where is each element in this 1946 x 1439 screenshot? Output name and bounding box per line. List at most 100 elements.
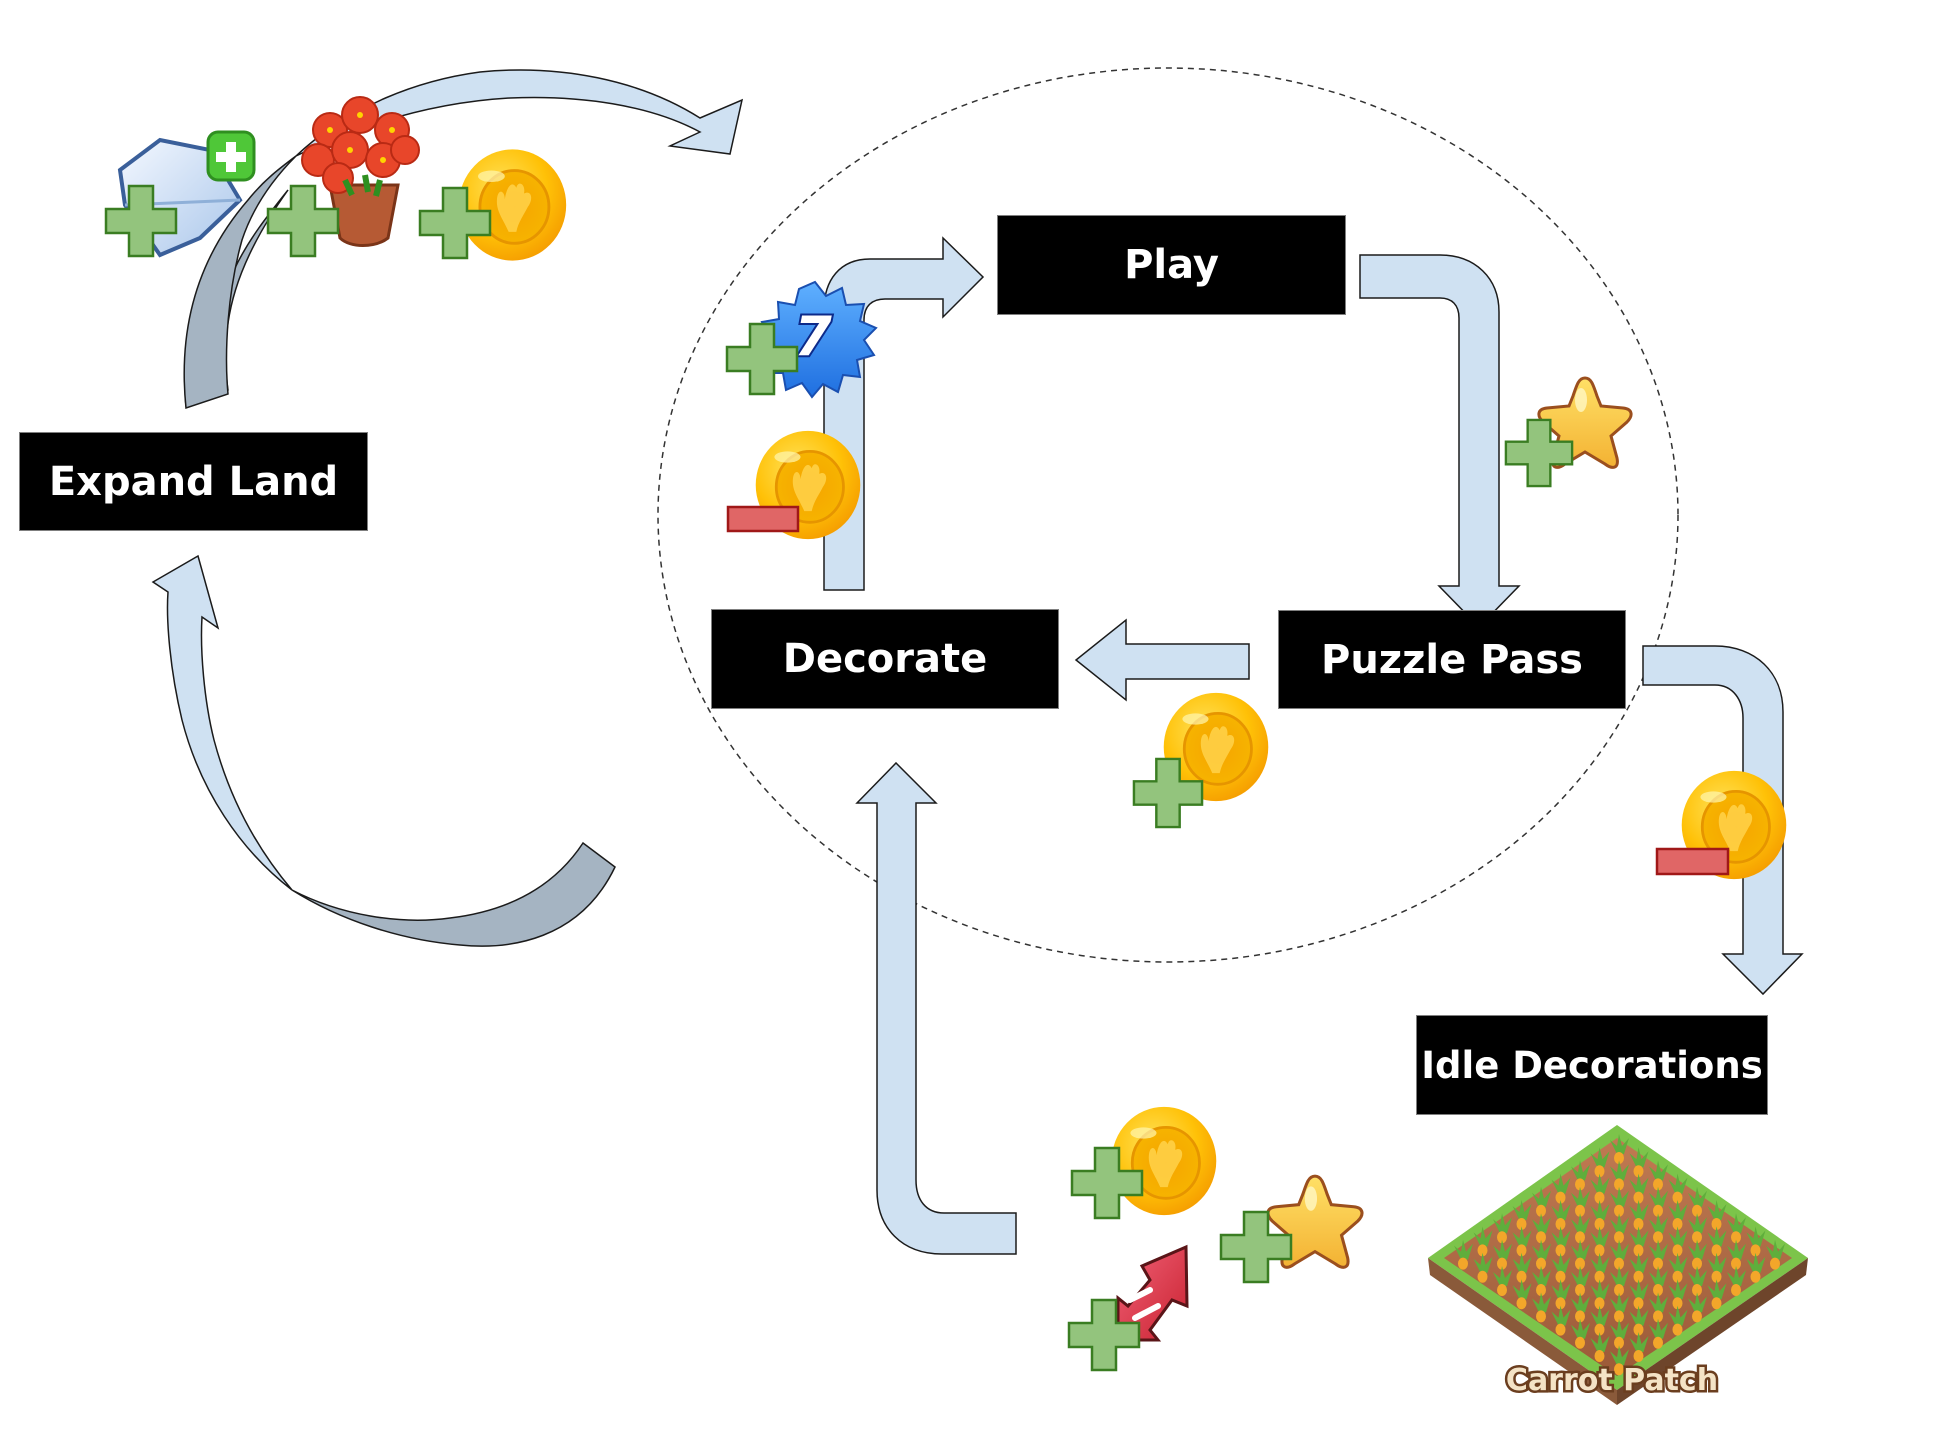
carrot [1692, 1204, 1702, 1217]
carrot [1555, 1323, 1566, 1336]
carrot [1633, 1165, 1644, 1178]
carrot-leaf [1668, 1252, 1688, 1273]
carrot [1536, 1310, 1546, 1323]
coin-icon [457, 147, 568, 263]
flower-pot-icon [301, 96, 420, 247]
node-play[interactable]: Play [997, 215, 1346, 315]
carrot [1672, 1323, 1683, 1336]
carrot-leaf [1649, 1160, 1668, 1181]
carrot-leaf [1610, 1266, 1629, 1286]
carrot-leaf [1629, 1226, 1649, 1247]
carrot-leaf [1532, 1292, 1551, 1313]
carrot [1711, 1297, 1722, 1310]
carrot-leaf [1532, 1239, 1551, 1260]
carrot-patch-label: Carrot Patch [1506, 1363, 1718, 1398]
carrot-leaf [1727, 1213, 1746, 1234]
carrot [1555, 1297, 1566, 1310]
carrot [1497, 1284, 1507, 1296]
carrot-leaf [1629, 1200, 1649, 1220]
node-expand-land[interactable]: Expand Land [19, 432, 368, 531]
carrot-leaf [1610, 1292, 1629, 1313]
carrot-leaf [1727, 1239, 1746, 1260]
carrot [1594, 1244, 1605, 1257]
carrot-leaf [1532, 1213, 1551, 1234]
carrot [1731, 1231, 1741, 1244]
carrot-leaf [1707, 1279, 1727, 1300]
spend-minus-icon [726, 505, 800, 533]
carrot [1653, 1336, 1663, 1349]
carrot [1711, 1270, 1722, 1283]
node-puzzle-pass-label: Puzzle Pass [1321, 636, 1583, 683]
carrot-leaf [1571, 1186, 1590, 1207]
carrot-leaf [1688, 1213, 1707, 1234]
carrot [1653, 1231, 1663, 1244]
carrot [1594, 1323, 1605, 1336]
carrot-leaf [1746, 1226, 1766, 1247]
carrot [1692, 1257, 1702, 1270]
carrot-leaf [1590, 1305, 1610, 1326]
carrot [1575, 1310, 1585, 1323]
carrot-leaf [1649, 1318, 1668, 1339]
carrot [1594, 1218, 1605, 1230]
carrot-leaf [1551, 1252, 1571, 1273]
carrot [1477, 1270, 1488, 1283]
carrot-leaf [1668, 1173, 1688, 1194]
carrot [1594, 1165, 1605, 1178]
carrot-leaf [1649, 1292, 1668, 1313]
carrot-leaf [1571, 1292, 1590, 1313]
carrot [1536, 1204, 1546, 1217]
carrot [1614, 1257, 1624, 1270]
carrot-leaf [1649, 1239, 1668, 1260]
carrot [1633, 1244, 1644, 1257]
carrot-leaf [1610, 1345, 1629, 1366]
carrot-leaf [1532, 1266, 1551, 1286]
carrot [1614, 1284, 1624, 1296]
node-puzzle-pass[interactable]: Puzzle Pass [1278, 610, 1626, 709]
carrot-leaf [1746, 1252, 1766, 1273]
arrow-core-to-expand-land-tail [291, 841, 616, 947]
carrot [1750, 1244, 1761, 1257]
arrow-expand-land-to-core-head [295, 69, 744, 157]
carrot-leaf [1551, 1279, 1571, 1300]
carrot [1497, 1231, 1507, 1244]
carrot-leaf [1727, 1266, 1746, 1286]
carrot-leaf [1551, 1173, 1571, 1194]
carrot-leaf [1590, 1252, 1610, 1273]
carrot [1731, 1284, 1741, 1296]
arrow-decorate-to-play [823, 236, 985, 591]
carrot [1692, 1284, 1702, 1296]
carrot-leaf [1629, 1147, 1649, 1168]
carrot [1614, 1152, 1624, 1164]
carrot [1711, 1218, 1722, 1230]
carrot-leaf [1493, 1239, 1512, 1260]
carrot-leaf [1473, 1226, 1493, 1247]
carrot [1770, 1257, 1780, 1270]
carrot-leaf [1649, 1213, 1668, 1234]
core-loop-boundary [657, 67, 1679, 963]
carrot [1575, 1257, 1585, 1270]
carrot-leaf [1571, 1239, 1590, 1260]
carrot-leaf [1610, 1160, 1629, 1181]
carrot [1555, 1270, 1566, 1283]
node-idle-decorations[interactable]: Idle Decorations [1416, 1015, 1768, 1115]
node-idle-decorations-label: Idle Decorations [1421, 1043, 1763, 1087]
node-expand-land-label: Expand Land [48, 458, 339, 505]
carrot-leaf [1551, 1226, 1571, 1247]
carrot-leaf [1610, 1134, 1629, 1154]
carrot-leaf [1688, 1186, 1707, 1207]
carrot [1516, 1218, 1527, 1230]
carrot-leaf [1766, 1239, 1785, 1260]
carrot-leaf [1571, 1160, 1590, 1181]
carrot-leaf [1629, 1305, 1649, 1326]
carrot [1672, 1244, 1683, 1257]
carrot-leaf [1610, 1213, 1629, 1234]
carrot [1575, 1231, 1585, 1244]
carrot-leaf [1512, 1226, 1532, 1247]
node-decorate[interactable]: Decorate [711, 609, 1059, 709]
carrot [1458, 1257, 1468, 1270]
carrot-leaf [1688, 1292, 1707, 1313]
carrot-leaf [1571, 1318, 1590, 1339]
carrot-leaf [1668, 1305, 1688, 1326]
carrot [1555, 1244, 1566, 1257]
gain-plus-icon [266, 184, 340, 258]
